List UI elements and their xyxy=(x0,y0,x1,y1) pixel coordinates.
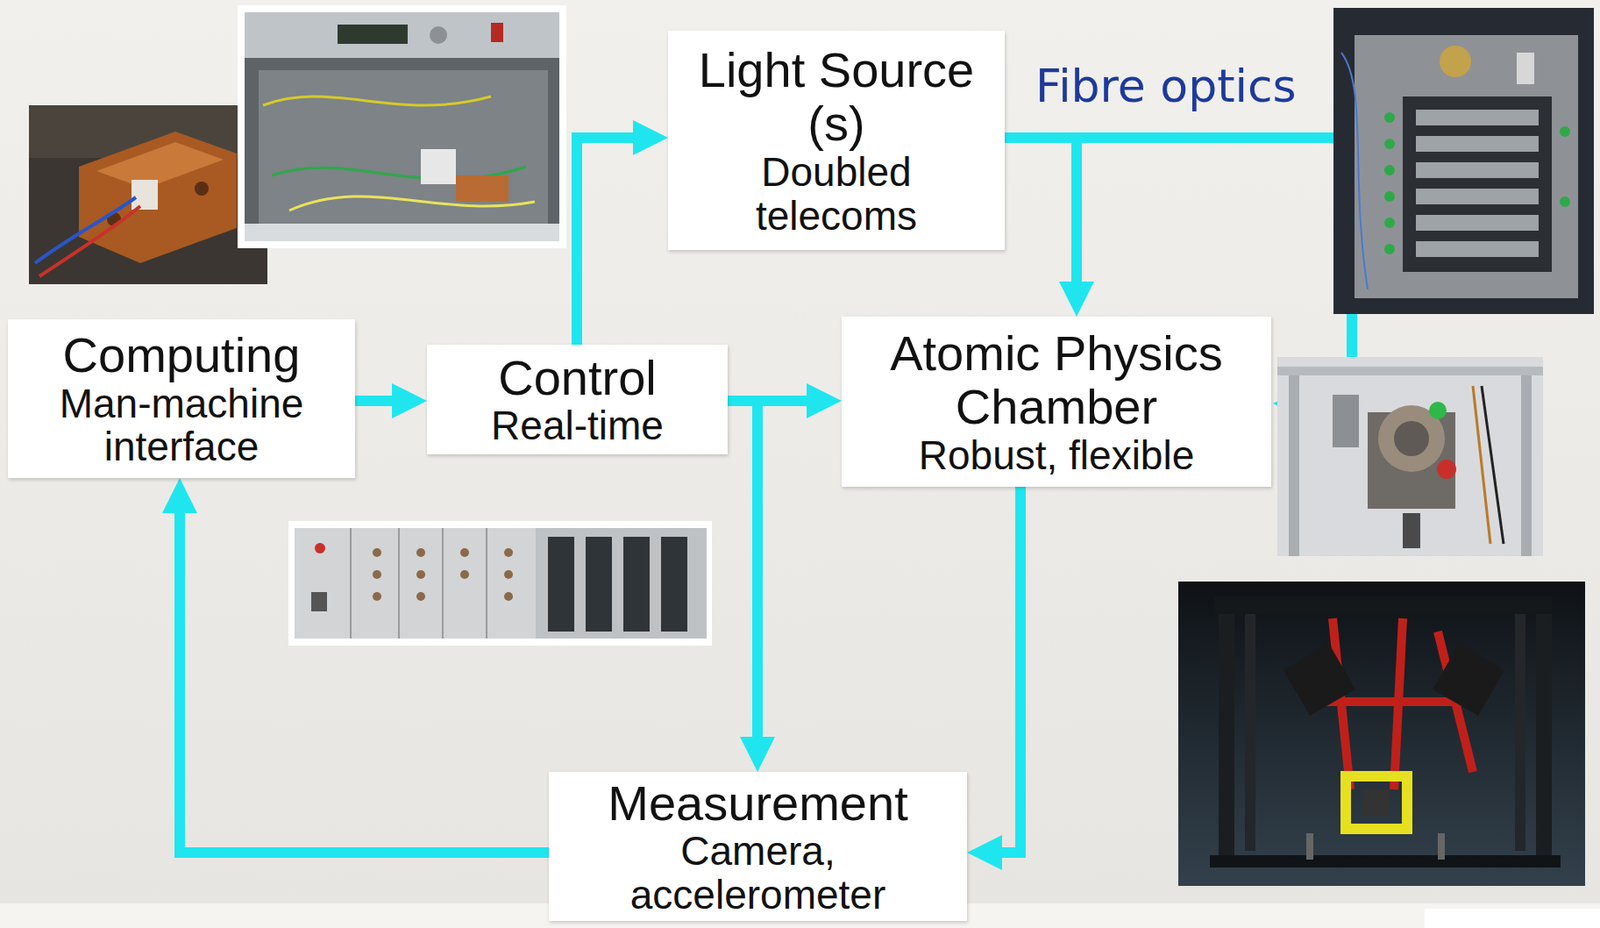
chamber-photo xyxy=(1277,356,1544,556)
box-subtitle: Doubled telecoms xyxy=(680,150,993,238)
box-subtitle: Camera, accelerometer xyxy=(561,829,955,917)
copper-block-photo xyxy=(28,105,268,285)
edge-label: Fibre optics xyxy=(1035,61,1297,112)
connector xyxy=(727,400,758,754)
process-box: Atomic Physics ChamberRobust, flexible xyxy=(841,316,1272,487)
connector xyxy=(1004,137,1077,299)
logo-patch xyxy=(1424,908,1600,928)
laser-rack-photo xyxy=(237,5,567,249)
fibre-box-photo xyxy=(1333,7,1594,314)
process-box: ComputingMan-machine interface xyxy=(7,319,356,478)
connector xyxy=(355,395,410,406)
box-title: Computing xyxy=(63,327,301,383)
connector xyxy=(984,486,1021,853)
box-title: Control xyxy=(497,350,657,406)
process-box: ControlReal-time xyxy=(426,344,728,455)
box-title: Light Source (s) xyxy=(680,42,993,151)
process-box: Light Source (s)Doubled telecoms xyxy=(668,30,1005,250)
instrument-render xyxy=(1178,581,1586,886)
connector xyxy=(576,137,651,345)
box-title: Atomic Physics Chamber xyxy=(853,326,1259,434)
box-title: Measurement xyxy=(607,775,908,831)
electronics-rack-photo xyxy=(288,520,712,646)
process-box: MeasurementCamera, accelerometer xyxy=(548,771,968,921)
box-subtitle: Man-machine interface xyxy=(20,382,343,470)
box-subtitle: Robust, flexible xyxy=(918,433,1195,478)
connector xyxy=(179,495,549,853)
box-subtitle: Real-time xyxy=(490,404,664,448)
